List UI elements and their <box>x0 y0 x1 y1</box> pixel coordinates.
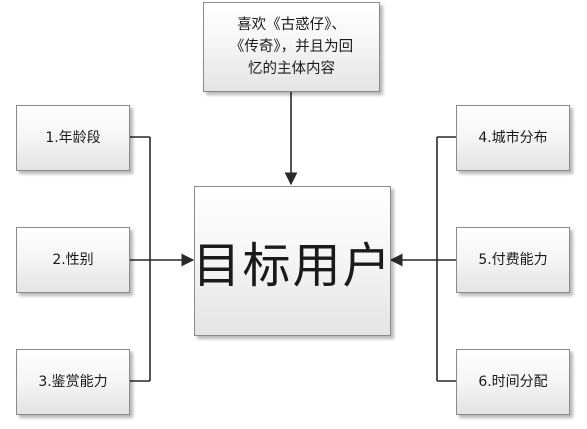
connector-left <box>130 136 195 382</box>
left-node-gender: 2.性别 <box>16 227 130 293</box>
right-node-payment: 5.付费能力 <box>456 227 570 293</box>
center-node: 目标用户 <box>193 186 391 336</box>
left-node-age: 1.年龄段 <box>16 105 130 171</box>
right-node-time: 6.时间分配 <box>456 349 570 415</box>
top-node: 喜欢《古惑仔》、 《传奇》，并且为回 忆的主体内容 <box>203 2 380 92</box>
connector-right <box>389 136 456 382</box>
right-node-city: 4.城市分布 <box>456 105 570 171</box>
left-node-appreciation: 3.鉴赏能力 <box>16 349 130 415</box>
